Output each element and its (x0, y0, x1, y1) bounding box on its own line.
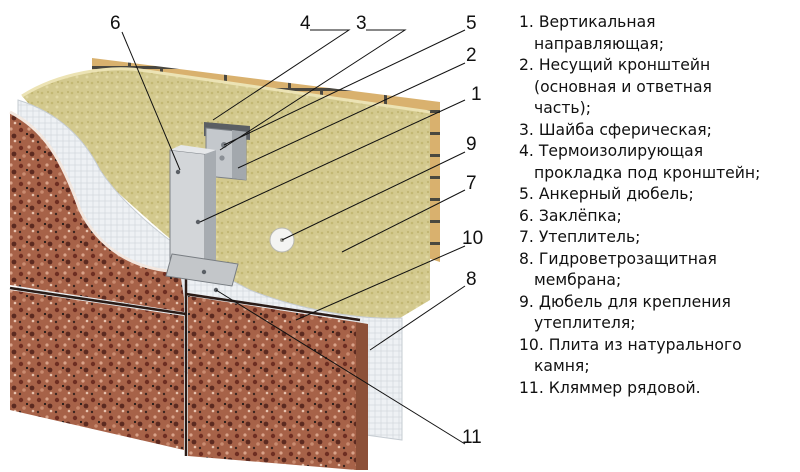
callout-8: 8 (466, 269, 477, 290)
legend-item-5: 5. Анкерный дюбель; (519, 184, 800, 206)
legend-item-2-line-2: (основная и ответная (534, 77, 712, 96)
callout-7: 7 (466, 173, 477, 194)
stone-plates (9, 110, 368, 470)
legend-item-9-line-1: 9. Дюбель для крепления (519, 292, 731, 311)
callout-11: 11 (462, 427, 482, 448)
legend-item-5-line-1: 5. Анкерный дюбель; (519, 185, 694, 203)
callout-2: 2 (466, 45, 477, 66)
legend-item-2: 2. Несущий кронштейн (основная и ответна… (519, 55, 800, 120)
legend-item-11-line-1: 11. Кляммер рядовой. (519, 378, 701, 397)
legend-item-10: 10. Плита из натурального камня; (519, 335, 800, 378)
legend-list: 1. Вертикальная направляющая; 2. Несущий… (519, 12, 800, 399)
rivet (175, 169, 181, 175)
callout-6: 6 (110, 13, 121, 34)
callout-10: 10 (462, 228, 483, 249)
leader-lines (121, 29, 466, 445)
clamp (165, 253, 239, 287)
legend-item-9: 9. Дюбель для крепления утеплителя; (519, 292, 800, 335)
legend-item-4-line-2: прокладка под кронштейн; (534, 163, 761, 182)
legend-item-6-line-1: 6. Заклёпка; (519, 206, 622, 225)
legend-item-1-line-1: 1. Вертикальная (519, 13, 656, 31)
legend-item-10-line-1: 10. Плита из натурального (519, 335, 742, 354)
legend-item-6: 6. Заклёпка; (519, 206, 800, 228)
vertical-guide (169, 149, 206, 273)
legend-item-4: 4. Термоизолирующая прокладка под кроншт… (519, 141, 800, 184)
legend-item-8: 8. Гидроветрозащитная мембрана; (519, 249, 800, 292)
legend-item-10-line-2: камня; (534, 357, 590, 375)
legend-item-7: 7. Утеплитель; (519, 227, 800, 249)
legend-item-7-line-1: 7. Утеплитель; (519, 228, 641, 246)
legend-item-8-line-2: мембрана; (534, 271, 622, 289)
legend-item-1: 1. Вертикальная направляющая; (519, 12, 800, 55)
callout-5: 5 (466, 13, 477, 34)
legend-item-8-line-1: 8. Гидроветрозащитная (519, 249, 717, 268)
spherical-washer (219, 155, 225, 161)
legend-item-2-line-1: 2. Несущий кронштейн (519, 56, 711, 74)
legend-item-9-line-2: утеплителя; (534, 314, 636, 332)
callout-numbers: 6 4 3 5 2 1 9 7 10 8 11 (110, 13, 483, 448)
callout-4: 4 (300, 13, 311, 34)
legend-item-1-line-2: направляющая; (534, 34, 664, 53)
callout-3: 3 (356, 13, 367, 34)
legend-item-3-line-1: 3. Шайба сферическая; (519, 120, 712, 139)
legend-item-11: 11. Кляммер рядовой. (519, 378, 800, 400)
legend-item-4-line-1: 4. Термоизолирующая (519, 142, 704, 160)
insulation-layer (21, 67, 431, 321)
legend-item-2-line-3: часть); (534, 99, 591, 117)
callout-1: 1 (471, 84, 482, 105)
metal-subsystem (165, 122, 295, 293)
legend-item-3: 3. Шайба сферическая; (519, 120, 800, 142)
callout-9: 9 (466, 134, 477, 155)
